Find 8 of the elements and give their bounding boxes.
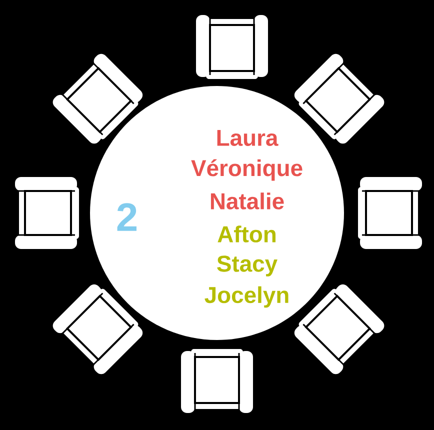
chair — [52, 284, 143, 374]
chair — [196, 14, 268, 79]
chair — [294, 284, 384, 374]
chair — [294, 54, 384, 144]
chair — [52, 54, 143, 144]
chair — [181, 349, 253, 414]
chair — [14, 177, 79, 249]
chair — [358, 177, 423, 249]
